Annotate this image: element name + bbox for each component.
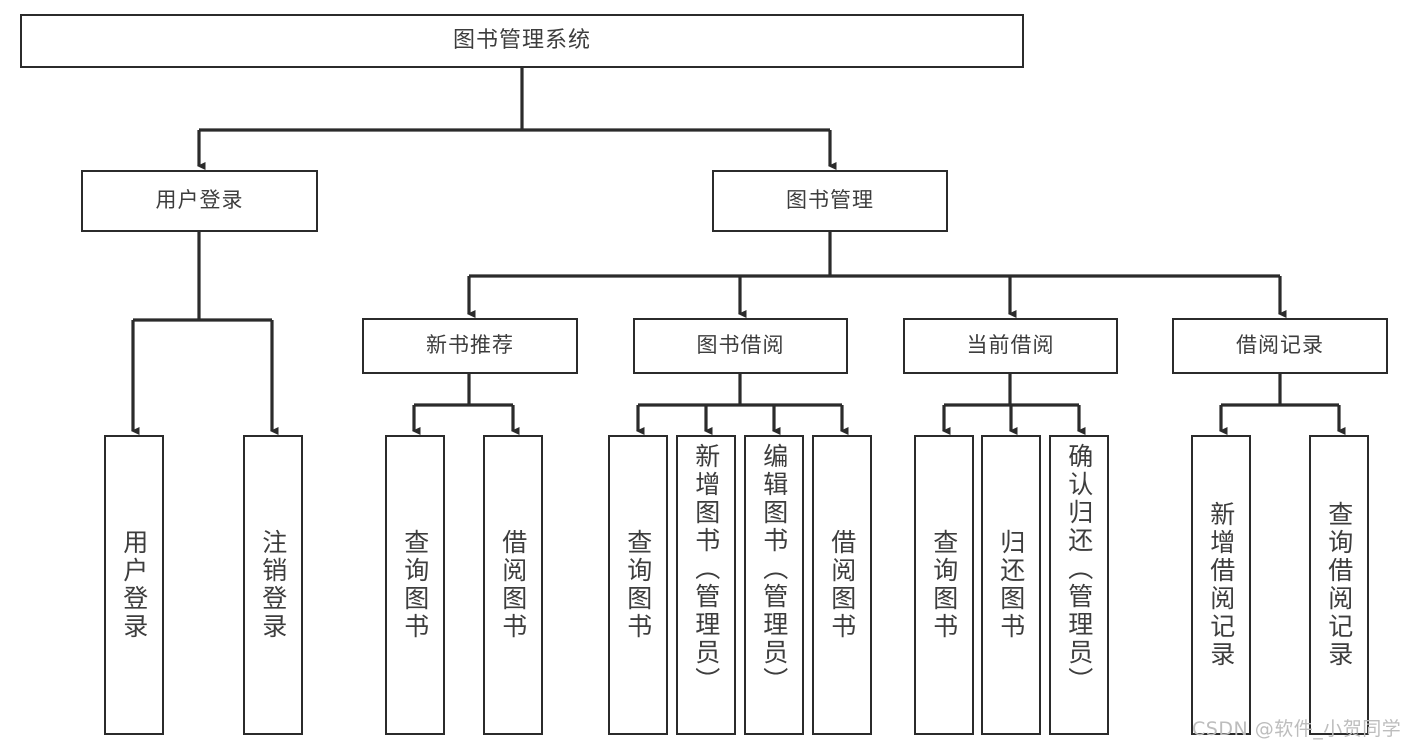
leaf-current-query-book[interactable]: 查询图书 xyxy=(914,435,974,735)
leaf-borrow-edit-book-admin-label: 编辑图书（管理员） xyxy=(759,443,789,695)
csdn-watermark: CSDN @软件_小贺同学 xyxy=(1192,718,1402,740)
leaf-borrow-edit-book-admin[interactable]: 编辑图书（管理员） xyxy=(744,435,804,735)
node-user-login-label: 用户登录 xyxy=(155,188,244,213)
leaf-recommend-borrow-book-label: 借阅图书 xyxy=(498,529,528,641)
leaf-current-confirm-return-admin[interactable]: 确认归还（管理员） xyxy=(1049,435,1109,735)
leaf-current-return-book[interactable]: 归还图书 xyxy=(981,435,1041,735)
node-new-book-recommend[interactable]: 新书推荐 xyxy=(362,318,578,374)
leaf-user-login-logout-label: 注销登录 xyxy=(258,529,288,641)
leaf-borrow-add-book-admin-label: 新增图书（管理员） xyxy=(691,443,721,695)
node-book-borrow-label: 图书借阅 xyxy=(696,333,785,358)
node-borrow-record-label: 借阅记录 xyxy=(1236,333,1324,358)
leaf-borrow-query-book[interactable]: 查询图书 xyxy=(608,435,668,735)
leaf-recommend-borrow-book[interactable]: 借阅图书 xyxy=(483,435,543,735)
node-root-system[interactable]: 图书管理系统 xyxy=(20,14,1024,68)
leaf-record-query-record[interactable]: 查询借阅记录 xyxy=(1309,435,1369,735)
leaf-borrow-add-book-admin[interactable]: 新增图书（管理员） xyxy=(676,435,736,735)
node-borrow-record[interactable]: 借阅记录 xyxy=(1172,318,1388,374)
node-new-book-recommend-label: 新书推荐 xyxy=(426,333,514,358)
leaf-user-login-logout[interactable]: 注销登录 xyxy=(243,435,303,735)
leaf-recommend-query-book[interactable]: 查询图书 xyxy=(385,435,445,735)
leaf-user-login-login[interactable]: 用户登录 xyxy=(104,435,164,735)
node-book-borrow[interactable]: 图书借阅 xyxy=(633,318,848,374)
node-user-login[interactable]: 用户登录 xyxy=(81,170,318,232)
leaf-borrow-borrow-book[interactable]: 借阅图书 xyxy=(812,435,872,735)
leaf-user-login-login-label: 用户登录 xyxy=(119,529,149,641)
leaf-record-query-record-label: 查询借阅记录 xyxy=(1324,501,1354,669)
node-current-borrow[interactable]: 当前借阅 xyxy=(903,318,1118,374)
leaf-current-return-book-label: 归还图书 xyxy=(996,529,1026,641)
node-book-management-label: 图书管理 xyxy=(786,188,874,213)
leaf-record-add-record[interactable]: 新增借阅记录 xyxy=(1191,435,1251,735)
leaf-recommend-query-book-label: 查询图书 xyxy=(400,529,430,641)
node-book-management[interactable]: 图书管理 xyxy=(712,170,948,232)
leaf-borrow-query-book-label: 查询图书 xyxy=(623,529,653,641)
leaf-borrow-borrow-book-label: 借阅图书 xyxy=(827,529,857,641)
node-current-borrow-label: 当前借阅 xyxy=(966,333,1055,358)
leaf-record-add-record-label: 新增借阅记录 xyxy=(1206,501,1236,669)
node-root-label: 图书管理系统 xyxy=(452,27,591,53)
leaf-current-confirm-return-admin-label: 确认归还（管理员） xyxy=(1064,443,1094,695)
leaf-current-query-book-label: 查询图书 xyxy=(929,529,959,641)
